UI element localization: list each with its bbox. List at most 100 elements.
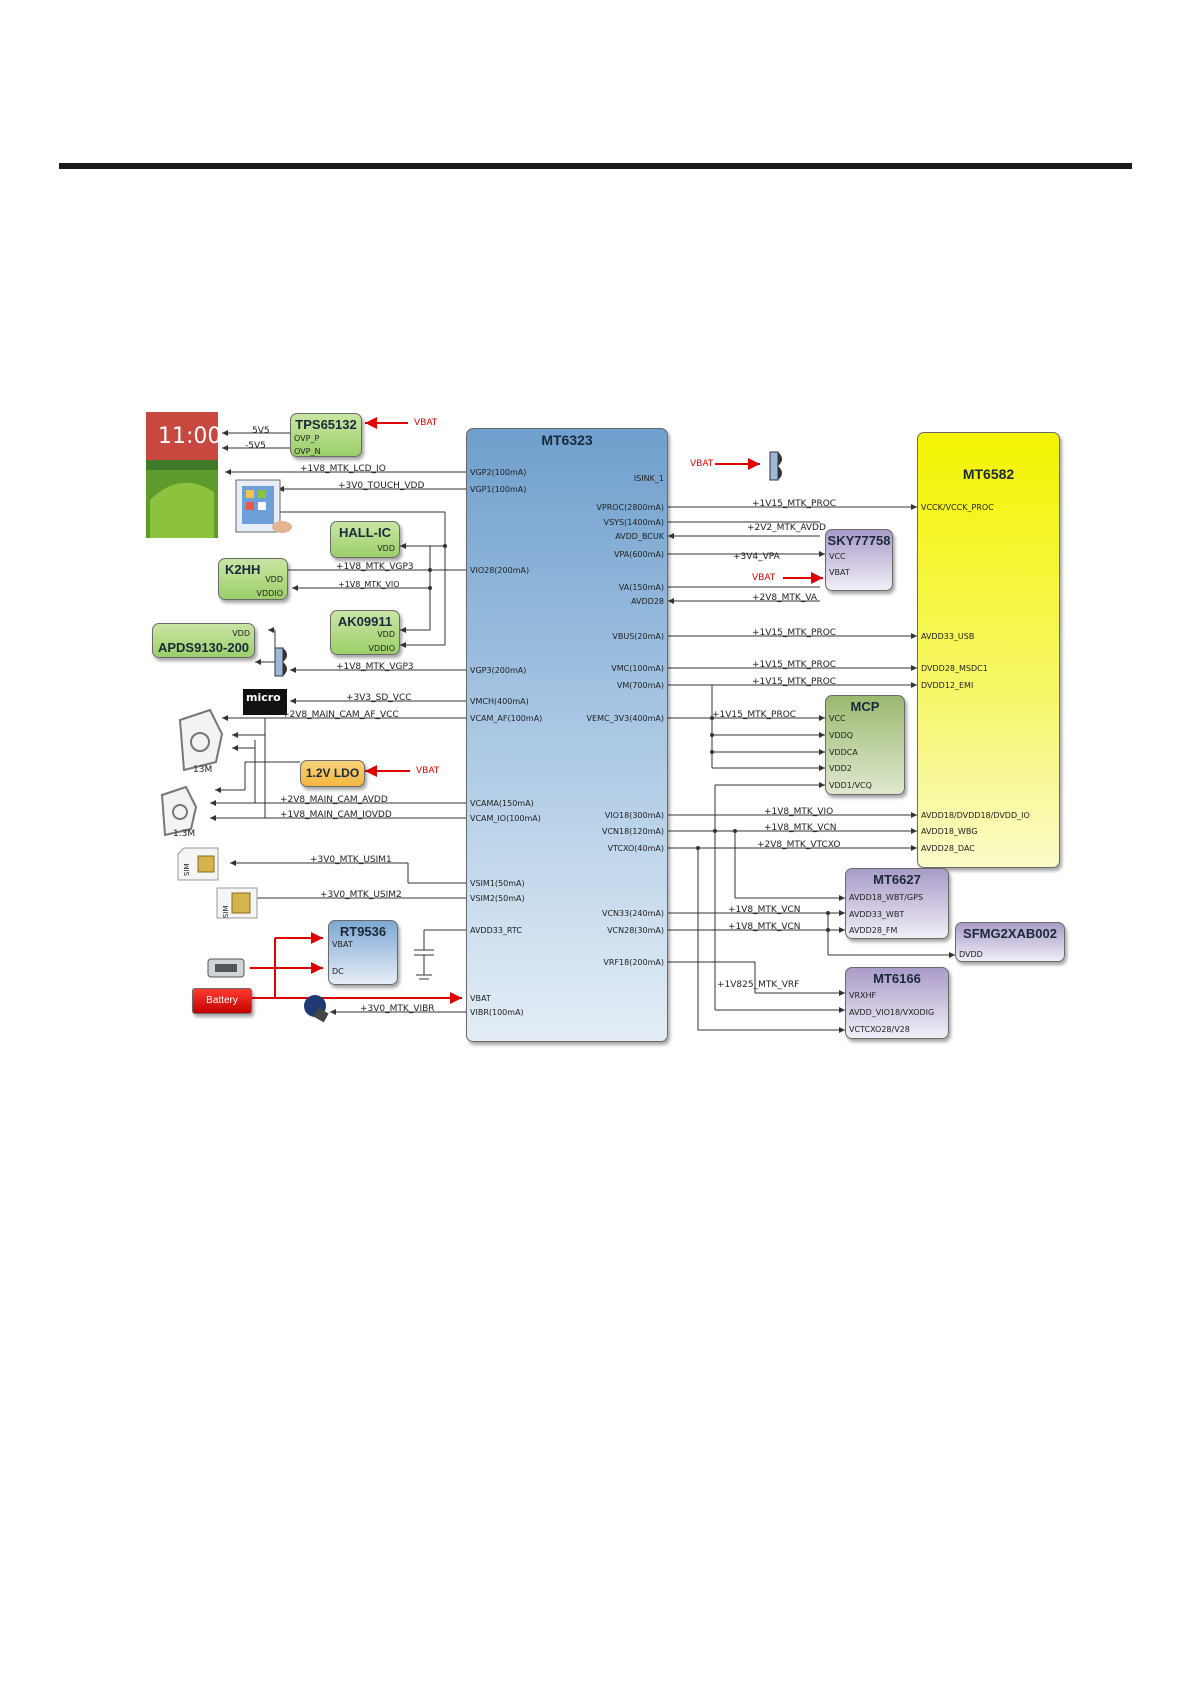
pin-label: AVDD18/DVDD18/DVDD_IO (921, 811, 1030, 820)
pin-label: VCTCXO28/V28 (849, 1025, 910, 1034)
pin-label: VMC(100mA) (611, 664, 664, 673)
pin-label: AVDD_VIO18/VXODIG (849, 1008, 934, 1017)
pin-label: VGP1(100mA) (470, 485, 526, 494)
net-vcn: +1V8_MTK_VCN (728, 922, 801, 932)
net-va: +2V8_MTK_VA (752, 593, 817, 603)
battery-icon: Battery (192, 988, 252, 1014)
pin-label: AVDD18_WBT/GPS (849, 893, 923, 902)
chip-title: HALL-IC (331, 525, 399, 540)
net-vbat: VBAT (690, 459, 713, 469)
net-proc: +1V15_MTK_PROC (752, 499, 836, 509)
pin-label: VDDQ (829, 731, 853, 740)
pin-label: VSIM2(50mA) (470, 894, 525, 903)
pin-label: AVDD28_DAC (921, 844, 975, 853)
pin-label: VTCXO(40mA) (608, 844, 664, 853)
pin-label: VGP3(200mA) (470, 666, 526, 675)
net-sd-vcc: +3V3_SD_VCC (346, 693, 412, 703)
clock-text: 11:00 (158, 424, 221, 449)
vibrator-motor-icon (304, 995, 329, 1022)
net-vtcxo: +2V8_MTK_VTCXO (757, 840, 840, 850)
led-flash-icon (770, 452, 782, 480)
net-vbat: VBAT (752, 573, 775, 583)
chip-mt6166: MT6166 VRXHF AVDD_VIO18/VXODIG VCTCXO28/… (845, 967, 949, 1039)
pin-label: AVDD33_USB (921, 632, 974, 641)
net-cam-avdd: +2V8_MAIN_CAM_AVDD (280, 795, 388, 805)
pin-label: VA(150mA) (619, 583, 664, 592)
chip-title: MT6323 (467, 432, 667, 448)
pin-label: VCN28(30mA) (607, 926, 664, 935)
pin-label: VRXHF (849, 991, 876, 1000)
chip-mt6323: MT6323 VGP2(100mA) VGP1(100mA) VIO28(200… (466, 428, 668, 1042)
net-usim1: +3V0_MTK_USIM1 (310, 855, 392, 865)
net-vcn: +1V8_MTK_VCN (764, 823, 837, 833)
pin-label: VDD (377, 630, 395, 639)
pin-label: VIO18(300mA) (605, 811, 664, 820)
microsd-label: micro (246, 691, 281, 704)
chip-hall-ic: HALL-IC VDD (330, 521, 400, 558)
pin-label: VPA(600mA) (614, 550, 664, 559)
pin-label: DVDD12_EMI (921, 681, 973, 690)
pin-label: VRF18(200mA) (603, 958, 664, 967)
pin-label: VIBR(100mA) (470, 1008, 524, 1017)
net-vbat: VBAT (414, 418, 437, 428)
pin-label: VDD1/VCQ (829, 781, 872, 790)
pin-label: VIO28(200mA) (470, 566, 529, 575)
pin-label: DC (332, 967, 344, 976)
net-neg-5v5: -5V5 (245, 441, 266, 451)
net-vibr: +3V0_MTK_VIBR (360, 1004, 435, 1014)
pin-label: OVP_P (294, 434, 319, 443)
touch-panel-picture (236, 480, 292, 533)
net-vgp3: +1V8_MTK_VGP3 (336, 562, 414, 572)
pin-label: VDDCA (829, 748, 858, 757)
pin-label: VPROC(2800mA) (596, 503, 664, 512)
net-avdd: +2V2_MTK_AVDD (747, 523, 826, 533)
pin-label: VCCK/VCCK_PROC (921, 503, 994, 512)
usb-connector-icon (208, 959, 244, 977)
pin-label: VDD2 (829, 764, 852, 773)
camera-1-3m-label: 1.3M (173, 829, 195, 839)
chip-mcp: MCP VCC VDDQ VDDCA VDD2 VDD1/VCQ (825, 695, 905, 795)
pin-label: VCAM_AF(100mA) (470, 714, 542, 723)
pin-label: VM(700mA) (617, 681, 664, 690)
chip-title: MT6582 (918, 466, 1059, 482)
net-vgp3: +1V8_MTK_VGP3 (336, 662, 414, 672)
chip-apds9130: VDD APDS9130-200 (152, 623, 255, 658)
net-touch-vdd: +3V0_TOUCH_VDD (338, 481, 424, 491)
pin-label: VCN18(120mA) (602, 827, 664, 836)
pin-label: AVDD28 (631, 597, 664, 606)
net-5v5: 5V5 (252, 426, 270, 436)
pin-label: VDD (377, 544, 395, 553)
chip-title: APDS9130-200 (153, 640, 254, 655)
chip-sky77758: SKY77758 VCC VBAT (825, 529, 893, 591)
net-vpa: +3V4_VPA (733, 552, 780, 562)
chip-title: SFMG2XAB002 (956, 926, 1064, 941)
pin-label: VBAT (332, 940, 353, 949)
pin-label: VCC (829, 714, 846, 723)
net-cam-af: +2V8_MAIN_CAM_AF_VCC (282, 710, 399, 720)
pin-label: VCAM_IO(100mA) (470, 814, 541, 823)
chip-tps65132: TPS65132 OVP_P OVP_N (290, 413, 362, 457)
net-vcn: +1V8_MTK_VCN (728, 905, 801, 915)
camera-icon (162, 787, 196, 835)
pin-label: DVDD28_MSDC1 (921, 664, 988, 673)
pin-label: VBAT (470, 994, 491, 1003)
chip-ak09911: AK09911 VDD VDDIO (330, 610, 400, 655)
chip-mt6627: MT6627 AVDD18_WBT/GPS AVDD33_WBT AVDD28_… (845, 868, 949, 939)
chip-title: SKY77758 (826, 533, 892, 548)
pin-label: AVDD_BCUK (615, 532, 664, 541)
pin-label: AVDD18_WBG (921, 827, 977, 836)
pin-label: VDDIO (257, 589, 283, 598)
battery-label: Battery (193, 995, 251, 1006)
net-vio: +1V8_MTK_VIO (764, 807, 833, 817)
pin-label: AVDD33_RTC (470, 926, 522, 935)
net-proc: +1V15_MTK_PROC (752, 677, 836, 687)
chip-title: 1.2V LDO (301, 766, 364, 780)
pin-label: VDD (265, 575, 283, 584)
net-proc: +1V15_MTK_PROC (752, 660, 836, 670)
pin-label: OVP_N (294, 447, 320, 456)
net-proc: +1V15_MTK_PROC (712, 710, 796, 720)
net-usim2: +3V0_MTK_USIM2 (320, 890, 402, 900)
pin-label: VBAT (829, 568, 850, 577)
camera-icon (180, 710, 222, 770)
pin-label: VDDIO (369, 644, 395, 653)
